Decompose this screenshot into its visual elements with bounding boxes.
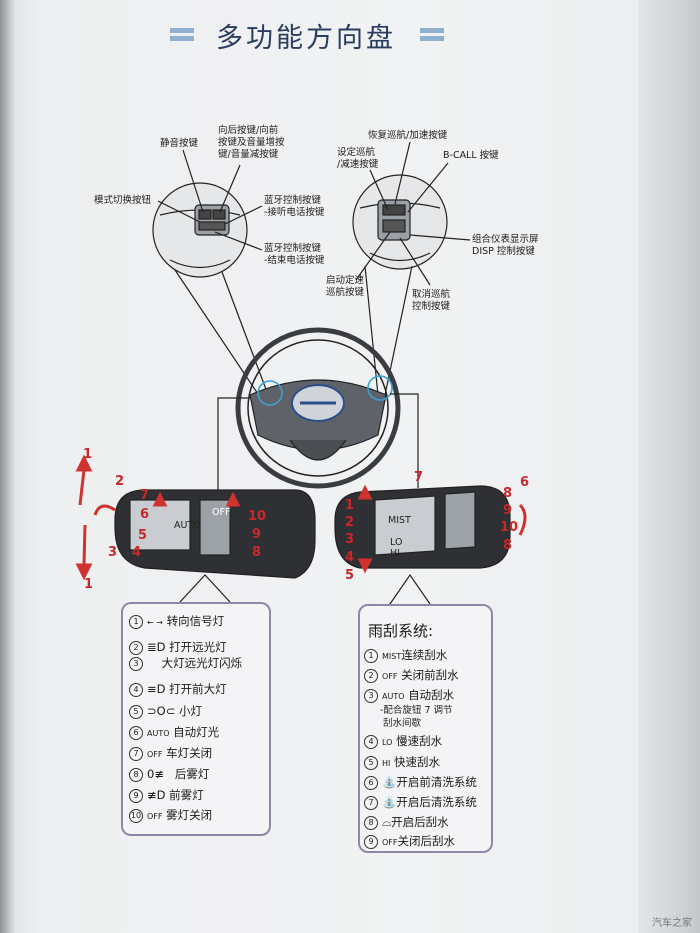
- lever-number: 6: [140, 507, 150, 522]
- title-decoration-left: [170, 28, 194, 33]
- lever-number: 1: [83, 447, 93, 462]
- callout-start-cruise: 启动定速 巡航按键: [326, 275, 365, 298]
- lights-legend: 1← → 转向信号灯 2≣D 打开远光灯 3 大灯远光灯闪烁 4≡D 打开前大灯…: [121, 602, 271, 836]
- callout-mode: 模式切换按钮: [94, 195, 152, 206]
- lever-number: 7: [414, 470, 424, 485]
- rear-washer-icon: ⛲: [382, 795, 397, 809]
- watermark: 汽车之家: [652, 918, 692, 929]
- headlight-icon: ≡D: [147, 682, 166, 696]
- legend-row: 8⌓开启后刮水: [364, 815, 449, 830]
- legend-row: 5⊃O⊂ 小灯: [129, 704, 202, 719]
- lever-mist-label: MIST: [388, 515, 411, 526]
- lever-number: 4: [132, 545, 142, 560]
- legend-row: 9≢D 前雾灯: [129, 788, 204, 803]
- lever-number: 6: [520, 475, 530, 490]
- lever-off-label: OFF: [212, 507, 231, 518]
- steering-wheel: [235, 327, 401, 489]
- page-edge: [638, 0, 700, 933]
- lever-number: 1: [84, 577, 94, 592]
- front-washer-icon: ⛲: [382, 775, 397, 789]
- lever-lo-label: LO: [390, 537, 403, 548]
- lever-number: 3: [345, 532, 355, 547]
- legend-row: 4≡D 打开前大灯: [129, 682, 227, 697]
- front-fog-icon: ≢D: [147, 788, 166, 802]
- legend-row: 3 大灯远光灯闪烁: [129, 656, 242, 671]
- lever-number: 7: [140, 488, 150, 503]
- lever-number: 8: [252, 545, 262, 560]
- lever-auto-label: AUTO: [174, 520, 201, 531]
- lever-number: 5: [138, 528, 148, 543]
- lever-number: 4: [345, 550, 355, 565]
- lever-number: 5: [345, 568, 355, 583]
- rear-wiper-icon: ⌓: [382, 815, 392, 829]
- parking-light-icon: ⊃O⊂: [147, 704, 176, 718]
- legend-row: 7⛲开启后清洗系统: [364, 795, 477, 810]
- title-decoration-right: [420, 36, 444, 41]
- callout-disp: 组合仪表显示屏 DISP 控制按键: [472, 234, 539, 257]
- lever-number: 2: [115, 474, 125, 489]
- legend-row: 2≣D 打开远光灯: [129, 640, 227, 655]
- callout-bcall: B-CALL 按键: [443, 150, 499, 161]
- page-title: 多功能方向盘: [216, 23, 396, 54]
- callout-mute: 静音按键: [160, 138, 199, 149]
- legend-row: 1← → 转向信号灯: [129, 614, 224, 630]
- title-bar: 多功能方向盘: [170, 12, 450, 56]
- callout-back-forward-volume: 向后按键/向前 按键及音量增按 键/音量减按键: [218, 125, 285, 160]
- lever-number: 1: [345, 498, 355, 513]
- lever-number: 8: [503, 486, 513, 501]
- wiper-interval-note: -配合旋钮 7 调节 刮水间歇: [380, 705, 453, 729]
- callout-set: 设定巡航 /减速按键: [337, 147, 379, 170]
- lever-number: 3: [108, 545, 118, 560]
- lever-number: 2: [345, 515, 355, 530]
- lever-number: 9: [503, 503, 513, 518]
- rear-fog-icon: 0≢: [147, 767, 164, 781]
- high-beam-icon: ≣D: [147, 640, 166, 654]
- lever-number: 8: [503, 538, 513, 553]
- lever-number: 10: [500, 520, 519, 535]
- callout-resume: 恢复巡航/加速按键: [368, 130, 448, 141]
- title-decoration-left: [170, 36, 194, 41]
- callout-bt-end: 蓝牙控制按键 -结束电话按键: [264, 243, 325, 266]
- title-decoration-right: [420, 28, 444, 33]
- lever-hi-label: HI: [390, 548, 400, 559]
- lever-number: 10: [248, 509, 267, 524]
- wiper-heading: 雨刮系统:: [368, 622, 434, 640]
- legend-row: 6⛲开启前清洗系统: [364, 775, 477, 790]
- lever-number: 9: [252, 527, 262, 542]
- callout-cancel-cruise: 取消巡航 控制按键: [412, 289, 451, 312]
- callout-bt-answer: 蓝牙控制按键 -接听电话按键: [264, 195, 325, 218]
